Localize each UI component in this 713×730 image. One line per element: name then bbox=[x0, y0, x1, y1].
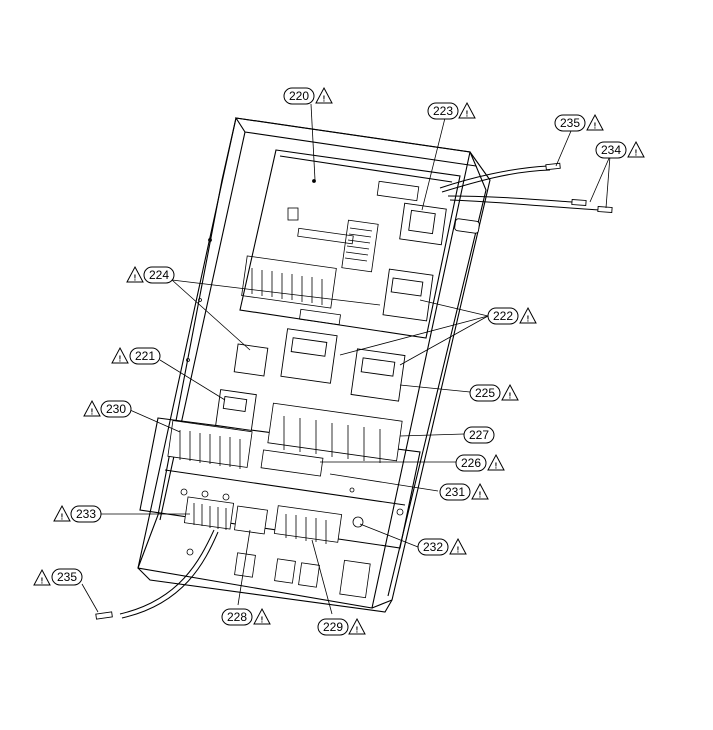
svg-text:!: ! bbox=[134, 274, 137, 283]
svg-text:!: ! bbox=[457, 546, 460, 555]
callout-220-label: 220 bbox=[289, 89, 309, 103]
transformer bbox=[399, 202, 480, 246]
callout-228: 228 ! bbox=[221, 607, 271, 626]
svg-text:!: ! bbox=[509, 392, 512, 401]
callout-235-bottom-label: 235 bbox=[57, 570, 77, 584]
relay-221 bbox=[215, 389, 257, 431]
svg-text:!: ! bbox=[635, 149, 638, 158]
contactors bbox=[280, 268, 434, 402]
callout-232-label: 232 bbox=[423, 540, 443, 554]
callout-226-label: 226 bbox=[461, 456, 481, 470]
callout-226: 226 ! bbox=[455, 453, 505, 472]
warning-icon: ! bbox=[348, 617, 366, 635]
callout-223-label: 223 bbox=[433, 104, 453, 118]
svg-text:!: ! bbox=[323, 95, 326, 104]
warning-icon: ! bbox=[501, 383, 519, 401]
callout-229: 229 ! bbox=[317, 617, 366, 636]
callout-232: 232 ! bbox=[417, 537, 467, 556]
callout-235-top: 235 ! bbox=[554, 113, 604, 132]
svg-text:!: ! bbox=[594, 122, 597, 131]
callout-224-label: 224 bbox=[149, 268, 169, 282]
main-pcb bbox=[287, 179, 420, 326]
warning-icon: ! bbox=[586, 113, 604, 131]
callout-230-label: 230 bbox=[106, 402, 126, 416]
callout-222-label: 222 bbox=[493, 309, 513, 323]
callout-235-bottom: ! 235 bbox=[33, 568, 83, 586]
svg-text:!: ! bbox=[261, 616, 264, 625]
callout-233: ! 233 bbox=[53, 504, 102, 523]
terminal-strips bbox=[167, 402, 403, 477]
svg-text:!: ! bbox=[119, 355, 122, 364]
warning-icon: ! bbox=[53, 504, 71, 522]
warning-icon: ! bbox=[126, 265, 144, 283]
fasteners bbox=[180, 238, 404, 556]
callout-229-label: 229 bbox=[323, 620, 343, 634]
warning-icon: ! bbox=[458, 101, 476, 119]
svg-text:!: ! bbox=[479, 491, 482, 500]
warning-icon: ! bbox=[33, 568, 51, 586]
callouts: 220 ! 223 ! 235 ! 234 bbox=[33, 86, 645, 636]
svg-text:!: ! bbox=[495, 462, 498, 471]
leader-lines bbox=[81, 103, 611, 615]
lower-terminal-blocks bbox=[183, 496, 371, 599]
warning-icon: ! bbox=[315, 86, 333, 104]
svg-text:!: ! bbox=[41, 577, 44, 586]
svg-text:!: ! bbox=[356, 626, 359, 635]
warning-icon: ! bbox=[471, 482, 489, 500]
callout-230: ! 230 bbox=[83, 399, 132, 418]
callout-231: 231 ! bbox=[439, 482, 489, 501]
callout-223: 223 ! bbox=[427, 101, 476, 120]
warning-icon: ! bbox=[627, 140, 645, 158]
callout-235-top-label: 235 bbox=[560, 116, 580, 130]
svg-text:!: ! bbox=[527, 315, 530, 324]
warning-icon: ! bbox=[519, 306, 537, 324]
warning-icon: ! bbox=[253, 607, 271, 625]
warning-icon: ! bbox=[449, 537, 467, 555]
svg-text:!: ! bbox=[91, 408, 94, 417]
callout-221-label: 221 bbox=[135, 349, 155, 363]
callout-222: 222 ! bbox=[487, 306, 537, 325]
warning-icon: ! bbox=[487, 453, 505, 471]
callout-228-label: 228 bbox=[227, 610, 247, 624]
callout-227: 227 bbox=[463, 426, 495, 444]
callout-225-label: 225 bbox=[475, 386, 495, 400]
callout-225: 225 ! bbox=[469, 383, 519, 402]
capacitor-block bbox=[233, 343, 269, 377]
warning-icon: ! bbox=[83, 399, 101, 417]
svg-text:!: ! bbox=[61, 513, 64, 522]
callout-233-label: 233 bbox=[76, 507, 96, 521]
callout-231-label: 231 bbox=[445, 485, 465, 499]
callout-234: 234 ! bbox=[595, 140, 645, 159]
relay-bank bbox=[241, 255, 337, 309]
warning-icon: ! bbox=[111, 346, 129, 364]
wires bbox=[119, 165, 601, 619]
callout-221: ! 221 bbox=[111, 346, 161, 365]
svg-text:!: ! bbox=[466, 110, 469, 119]
callout-220: 220 ! bbox=[283, 86, 333, 105]
callout-227-label: 227 bbox=[469, 428, 489, 442]
callout-234-label: 234 bbox=[601, 143, 621, 157]
callout-224: ! 224 bbox=[126, 265, 175, 284]
